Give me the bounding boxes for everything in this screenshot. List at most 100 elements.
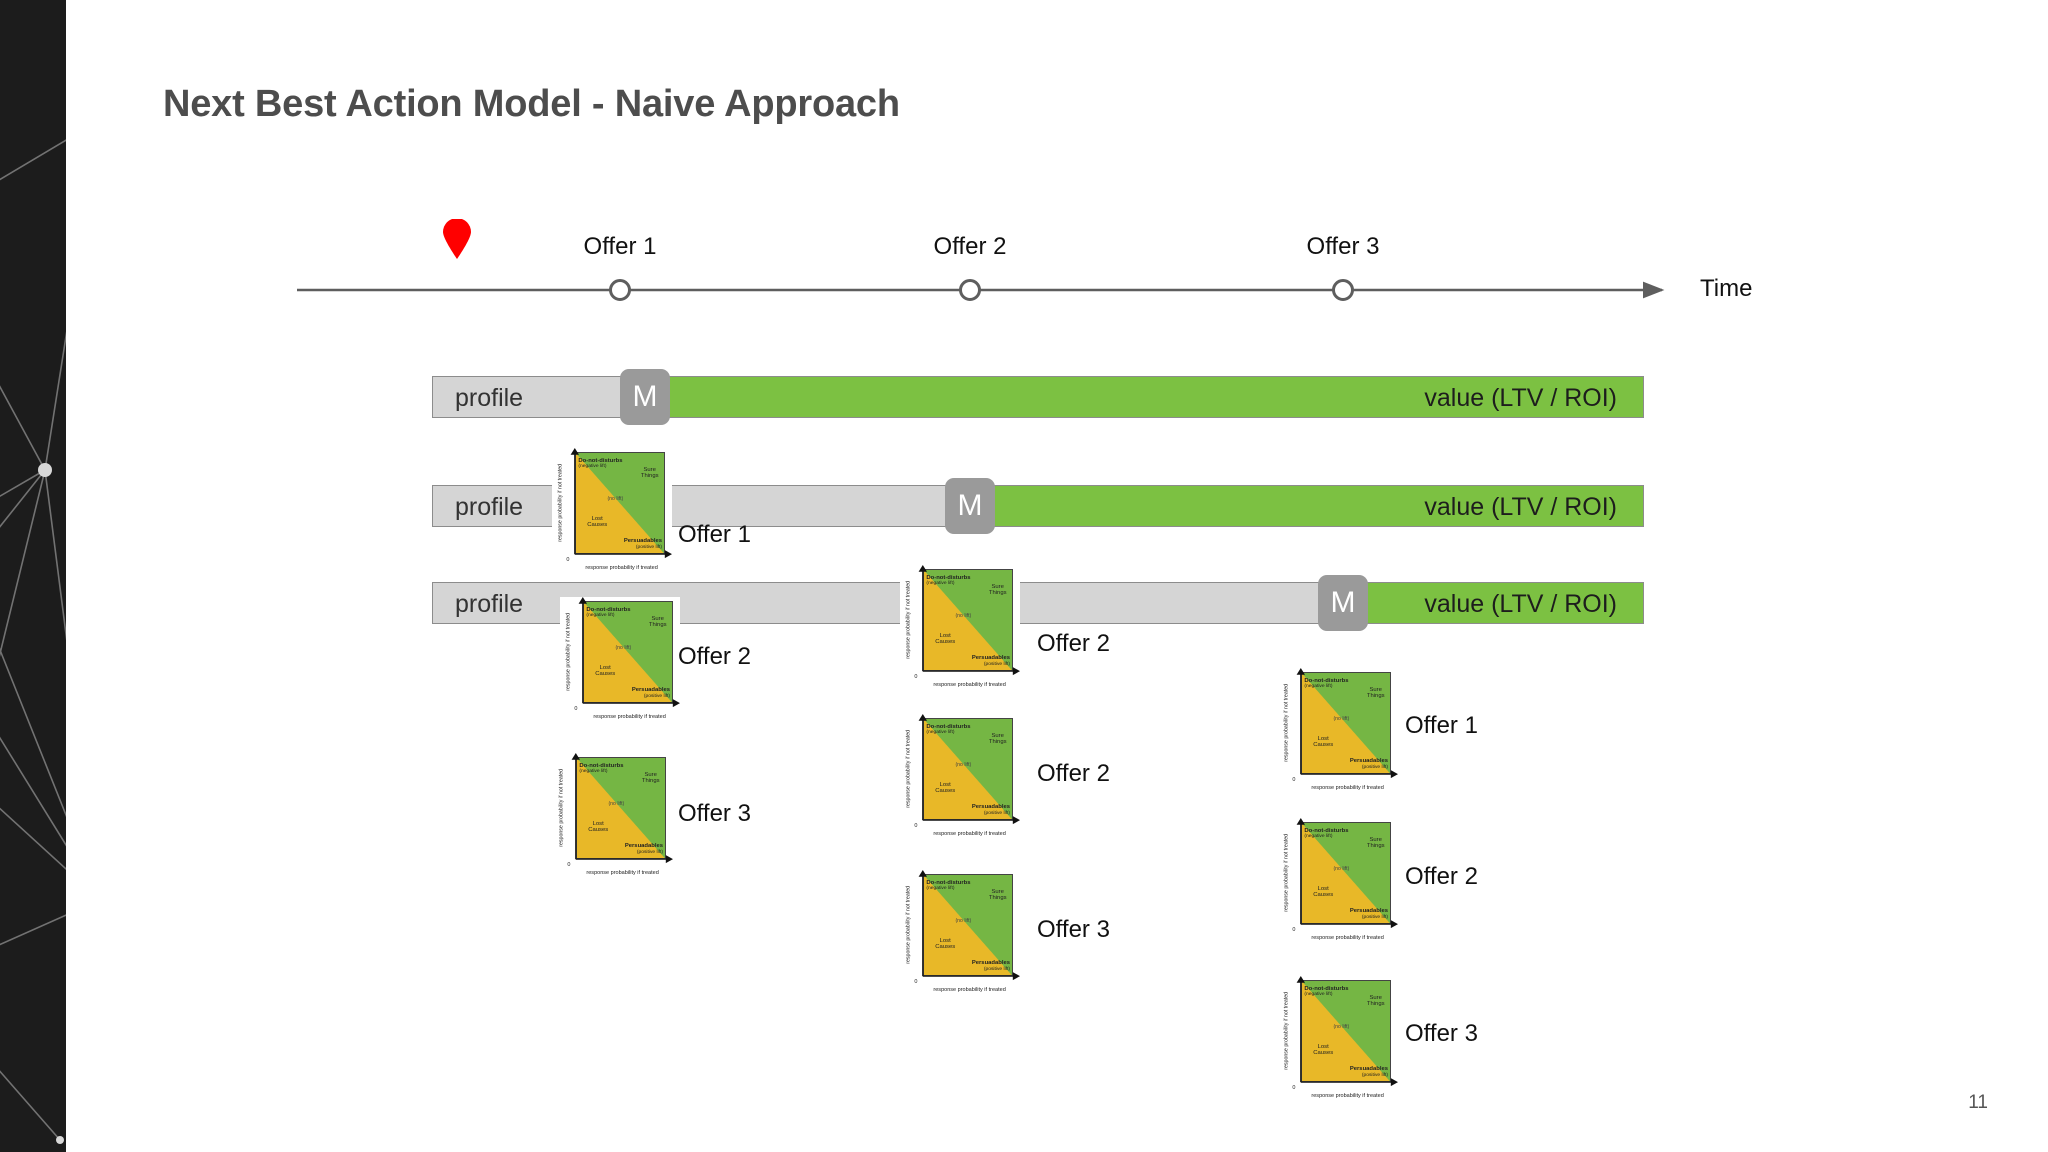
quadrant-label-no-lift: (no lift) — [955, 761, 972, 768]
network-graph-icon — [0, 139, 66, 1144]
quadrant-label-do-not-disturbs: Do-not-disturbs(negative lift) — [926, 879, 971, 892]
quadrant-label-no-lift: (no lift) — [955, 612, 972, 619]
uplift-axes-icon — [918, 565, 1020, 676]
profile-label: profile — [455, 384, 524, 412]
uplift-x-axis-label: response probability if treated — [1311, 1093, 1384, 1100]
value-bar: value (LTV / ROI) — [1343, 582, 1644, 624]
page-title: Next Best Action Model - Naive Approach — [163, 83, 900, 125]
quadrant-label-no-lift: (no lift) — [1333, 1023, 1350, 1030]
offer-caption-row2-offer1: Offer 1 — [678, 521, 751, 548]
quadrant-label-do-not-disturbs: Do-not-disturbs(negative lift) — [1304, 985, 1349, 998]
quadrant-label-no-lift: (no lift) — [615, 644, 632, 651]
timeline-node-offer-3[interactable] — [1332, 279, 1354, 301]
quadrant-label-persuadables: Persuadables(positive lift) — [1349, 758, 1389, 770]
uplift-origin-label: 0 — [1292, 926, 1296, 933]
page-number: 11 — [1968, 1092, 1988, 1113]
profile-label: profile — [455, 493, 524, 521]
timeline-node-offer-2[interactable] — [959, 279, 981, 301]
uplift-origin-label: 0 — [1292, 1084, 1296, 1091]
quadrant-label-do-not-disturbs: Do-not-disturbs(negative lift) — [1304, 677, 1349, 690]
uplift-axes-icon — [1296, 668, 1398, 779]
sidebar-decoration — [0, 0, 66, 1152]
quadrant-label-persuadables: Persuadables(positive lift) — [623, 538, 663, 550]
quadrant-label-do-not-disturbs: Do-not-disturbs(negative lift) — [578, 457, 623, 470]
uplift-x-axis-label: response probability if treated — [933, 831, 1006, 838]
current-position-pin-icon — [442, 218, 471, 259]
uplift-x-axis-label: response probability if treated — [593, 714, 666, 721]
persuadables-region — [575, 452, 664, 554]
uplift-axes-icon — [571, 753, 673, 864]
uplift-origin-label: 0 — [914, 978, 918, 985]
quadrant-label-do-not-disturbs: Do-not-disturbs(negative lift) — [926, 723, 971, 736]
uplift-axes-icon — [578, 597, 680, 708]
pipeline-row-3: profile value (LTV / ROI) M — [432, 575, 1644, 631]
branch-caption-col1-offer3: Offer 3 — [678, 800, 751, 827]
quadrant-label-persuadables: Persuadables(positive lift) — [624, 843, 664, 855]
uplift-origin-label: 0 — [566, 556, 570, 563]
timeline-node-offer-1[interactable] — [609, 279, 631, 301]
uplift-x-axis-label: response probability if treated — [933, 987, 1006, 994]
persuadables-region — [583, 601, 672, 703]
branch-caption-col1-offer2: Offer 2 — [678, 643, 751, 670]
value-label: value (LTV / ROI) — [1424, 590, 1617, 618]
offer-caption-row3-offer1: Offer 2 — [1037, 630, 1110, 657]
value-label: value (LTV / ROI) — [1424, 384, 1617, 412]
timeline-label-offer-3: Offer 3 — [1306, 233, 1380, 260]
branch-caption-col2-offer3: Offer 3 — [1037, 916, 1110, 943]
branch-caption-col2-offer2: Offer 2 — [1037, 760, 1110, 787]
uplift-x-axis-label: response probability if treated — [585, 565, 658, 572]
model-box[interactable]: M — [945, 478, 995, 534]
branch-caption-col3-offer3: Offer 3 — [1405, 1020, 1478, 1047]
value-bar: value (LTV / ROI) — [970, 485, 1644, 527]
quadrant-label-persuadables: Persuadables(positive lift) — [971, 804, 1011, 816]
uplift-axes-icon — [1296, 818, 1398, 929]
uplift-x-axis-label: response probability if treated — [1311, 935, 1384, 942]
model-box[interactable]: M — [1318, 575, 1368, 631]
uplift-origin-label: 0 — [1292, 776, 1296, 783]
quadrant-label-persuadables: Persuadables(positive lift) — [971, 655, 1011, 667]
persuadables-region — [1301, 980, 1390, 1082]
timeline-label-offer-2: Offer 2 — [933, 233, 1007, 260]
uplift-origin-label: 0 — [914, 822, 918, 829]
profile-bar: profile — [432, 485, 970, 527]
uplift-axes-icon — [1296, 976, 1398, 1087]
pipeline-row-1: profile value (LTV / ROI) M — [432, 369, 1644, 425]
timeline-axis-label: Time — [1700, 275, 1753, 302]
uplift-axes-icon — [570, 448, 672, 559]
quadrant-label-persuadables: Persuadables(positive lift) — [631, 687, 671, 699]
value-label: value (LTV / ROI) — [1424, 493, 1617, 521]
quadrant-label-no-lift: (no lift) — [955, 917, 972, 924]
persuadables-region — [923, 874, 1012, 976]
persuadables-region — [1301, 672, 1390, 774]
uplift-origin-label: 0 — [914, 673, 918, 680]
model-box[interactable]: M — [620, 369, 670, 425]
timeline-label-offer-1: Offer 1 — [583, 233, 657, 260]
quadrant-label-persuadables: Persuadables(positive lift) — [971, 960, 1011, 972]
quadrant-label-persuadables: Persuadables(positive lift) — [1349, 908, 1389, 920]
uplift-axes-icon — [918, 714, 1020, 825]
